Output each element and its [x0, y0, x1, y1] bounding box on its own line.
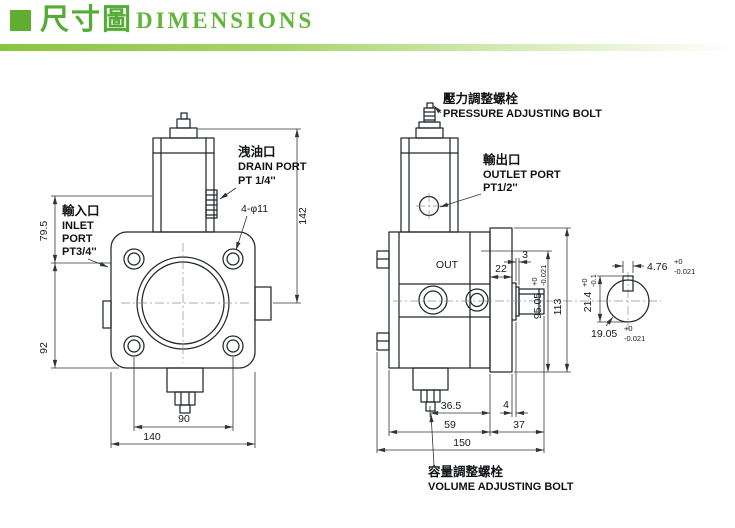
side-view-centerlines — [393, 193, 661, 330]
dim-bolt-offset: 36.5 — [441, 400, 462, 412]
side-view-dimensions: 22 3 95.05 +0 -0.021 — [376, 227, 571, 453]
inlet-port-label-en1: INLET — [62, 220, 94, 232]
shaft-detail: 4.76 +0 -0.021 21.4 +0 -0.1 19.05 +0 -0.… — [580, 257, 695, 343]
title-bullet-square-icon — [10, 10, 31, 31]
shaft-detail-outline — [606, 275, 650, 323]
dim-shaft-dia: 19.05 — [591, 328, 617, 340]
dim-key-width: 4.76 — [647, 261, 668, 273]
dim-flange-width: 22 — [495, 263, 507, 275]
dim-overall-length: 150 — [453, 437, 471, 449]
header-divider — [0, 44, 735, 51]
outlet-port-label-cjk: 輸出口 — [483, 152, 521, 167]
drain-port-label-en: DRAIN PORT — [238, 161, 307, 173]
pressure-bolt-label: 壓力調整螺栓 PRESSURE ADJUSTING BOLT — [433, 91, 602, 120]
dim-key-height-tol-minus: -0.1 — [589, 274, 598, 287]
dim-bolt-span: 90 — [178, 413, 190, 425]
front-view-dimensions: 142 79.5 92 90 — [38, 128, 309, 448]
volume-bolt-label-en: VOLUME ADJUSTING BOLT — [428, 481, 574, 493]
volume-bolt-label: 容量調整螺栓 VOLUME ADJUSTING BOLT — [427, 413, 574, 493]
pressure-bolt-label-en: PRESSURE ADJUSTING BOLT — [443, 108, 602, 120]
drain-port-label: 洩油口 DRAIN PORT PT 1/4'' — [219, 144, 307, 200]
dim-body-length: 59 — [444, 419, 456, 431]
inlet-port-label-cjk: 輸入口 — [62, 203, 100, 218]
dim-upper-left: 79.5 — [38, 221, 50, 242]
drain-port-size: PT 1/4'' — [238, 175, 276, 187]
dim-key-width-tol-plus: +0 — [674, 257, 683, 266]
dim-center-height-tol-plus: +0 — [530, 277, 539, 286]
side-view: OUT 22 3 95.05 +0 -0.021 — [376, 91, 661, 493]
front-view-centerlines — [121, 243, 249, 363]
dim-step: 3 — [522, 249, 528, 261]
volume-bolt-label-cjk: 容量調整螺栓 — [427, 464, 504, 479]
dim-hub: 4 — [503, 399, 509, 411]
outlet-port-label: 輸出口 OUTLET PORT PT1/2'' — [439, 152, 561, 208]
dim-center-height: 95.05 — [532, 293, 544, 319]
page-title-cjk: 尺寸圖 — [40, 4, 134, 36]
dim-shaft-dia-tol-plus: +0 — [624, 324, 633, 333]
bolt-hole-note: 4-φ11 — [241, 203, 268, 215]
pressure-bolt-label-cjk: 壓力調整螺栓 — [443, 91, 519, 106]
page-header: 尺寸圖 DIMENSIONS — [10, 6, 314, 35]
inlet-port-size: PT3/4'' — [62, 246, 97, 258]
dim-key-height-tol-plus: +0 — [580, 278, 589, 287]
page-title-en: DIMENSIONS — [136, 8, 315, 33]
drain-port-label-cjk: 洩油口 — [238, 144, 276, 159]
dim-shaft-dia-tol-minus: -0.021 — [624, 334, 645, 343]
inlet-port-label-en2: PORT — [62, 233, 93, 245]
dim-side-overall-height: 113 — [552, 298, 564, 315]
dim-overall-width: 140 — [143, 431, 161, 443]
dim-center-height-tol-minus: -0.021 — [539, 265, 548, 286]
front-view: 142 79.5 92 90 — [38, 112, 309, 448]
outlet-port-label-en: OUTLET PORT — [483, 169, 561, 181]
side-view-outline — [376, 102, 545, 412]
dim-key-width-tol-minus: -0.021 — [674, 267, 695, 276]
out-marking: OUT — [436, 259, 459, 271]
outlet-port-size: PT1/2'' — [483, 182, 518, 194]
dim-overall-height: 142 — [297, 207, 309, 225]
dim-key-height: 21.4 — [582, 292, 594, 313]
dim-shaft-length: 37 — [513, 419, 525, 431]
dim-lower-left: 92 — [38, 342, 50, 354]
inlet-port-label: 輸入口 INLET PORT PT3/4'' — [62, 203, 109, 268]
